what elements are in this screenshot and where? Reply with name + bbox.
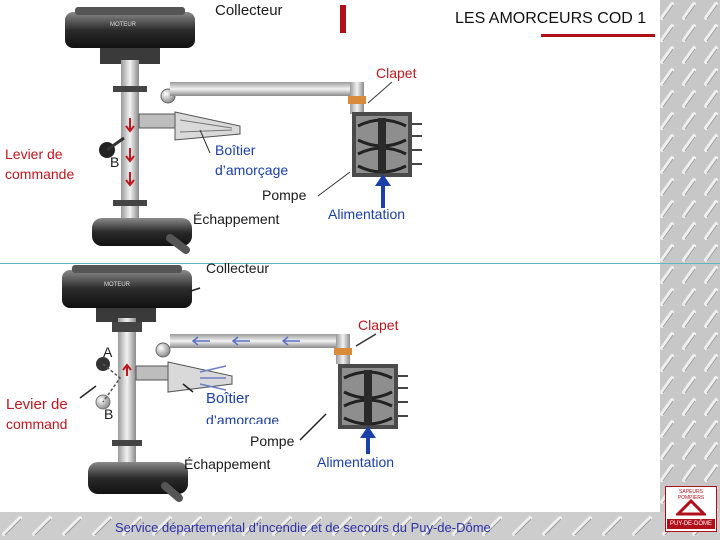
upper-pump: [352, 112, 422, 177]
lower-label-levier-1: Levier de: [6, 396, 68, 413]
title-underline: [541, 34, 655, 37]
upper-label-collecteur: Collecteur: [215, 2, 283, 19]
diamond-plate-texture: [660, 0, 720, 540]
lower-main-pipe: [118, 318, 136, 468]
lower-label-boitier-1: Boîtier: [206, 390, 250, 407]
lower-pump: [338, 364, 408, 429]
lower-label-alimentation: Alimentation: [317, 454, 395, 470]
upper-main-pipe: [121, 60, 139, 225]
lower-diagram: [62, 265, 408, 502]
footer-pattern: [0, 512, 720, 540]
logo-bottom-text: PUY-DE-DÔME: [667, 519, 715, 529]
lower-suction-pipe: [170, 334, 348, 348]
page-title: LES AMORCEURS COD 1: [455, 10, 647, 27]
primer-diagram: [62, 7, 422, 502]
plate-pattern: [660, 0, 720, 540]
upper-ejector: [138, 111, 241, 141]
upper-label-levier-2: commande: [5, 166, 75, 182]
lower-valve-ball: [155, 342, 171, 358]
upper-label-echappement: Échappement: [193, 211, 280, 227]
lower-label-clapet: Clapet: [358, 317, 399, 333]
upper-engine: [65, 12, 195, 48]
lower-label-b: B: [104, 406, 114, 422]
upper-label-boitier-1: Boîtier: [215, 142, 256, 158]
sdis-logo: SAPEURS POMPIERS PUY-DE-DÔME: [665, 486, 717, 532]
footer-band: [0, 512, 720, 540]
upper-label-levier-1: Levier de: [5, 146, 63, 162]
footer-text: Service départemental d’incendie et de s…: [115, 520, 491, 535]
title-accent-bar: [340, 5, 346, 33]
upper-suction-pipe: [170, 82, 360, 96]
lower-label-boitier-2: d’amorcage: [206, 412, 280, 424]
lower-label-levier-2: command: [6, 416, 68, 432]
upper-label-clapet: Clapet: [376, 65, 417, 81]
upper-diagram: [65, 7, 422, 254]
upper-label-alimentation: Alimentation: [328, 206, 406, 222]
lower-label-pompe: Pompe: [250, 433, 295, 449]
upper-label-pompe: Pompe: [262, 187, 307, 203]
logo-emblem-icon: [676, 498, 706, 516]
upper-label-moteur: MOTEUR: [110, 22, 136, 28]
lower-label-a: A: [103, 344, 113, 360]
section-divider: [0, 263, 720, 264]
upper-label-boitier-2: d’amorçage: [215, 162, 289, 178]
lower-ejector: [135, 361, 233, 393]
lower-label-collecteur: Collecteur: [206, 260, 270, 276]
lower-label-echappement: Échappement: [184, 456, 271, 472]
lower-engine: [62, 270, 192, 308]
upper-label-b: B: [110, 154, 120, 170]
logo-top-text: SAPEURS POMPIERS: [677, 489, 705, 501]
lower-label-moteur: MOTEUR: [104, 282, 130, 288]
